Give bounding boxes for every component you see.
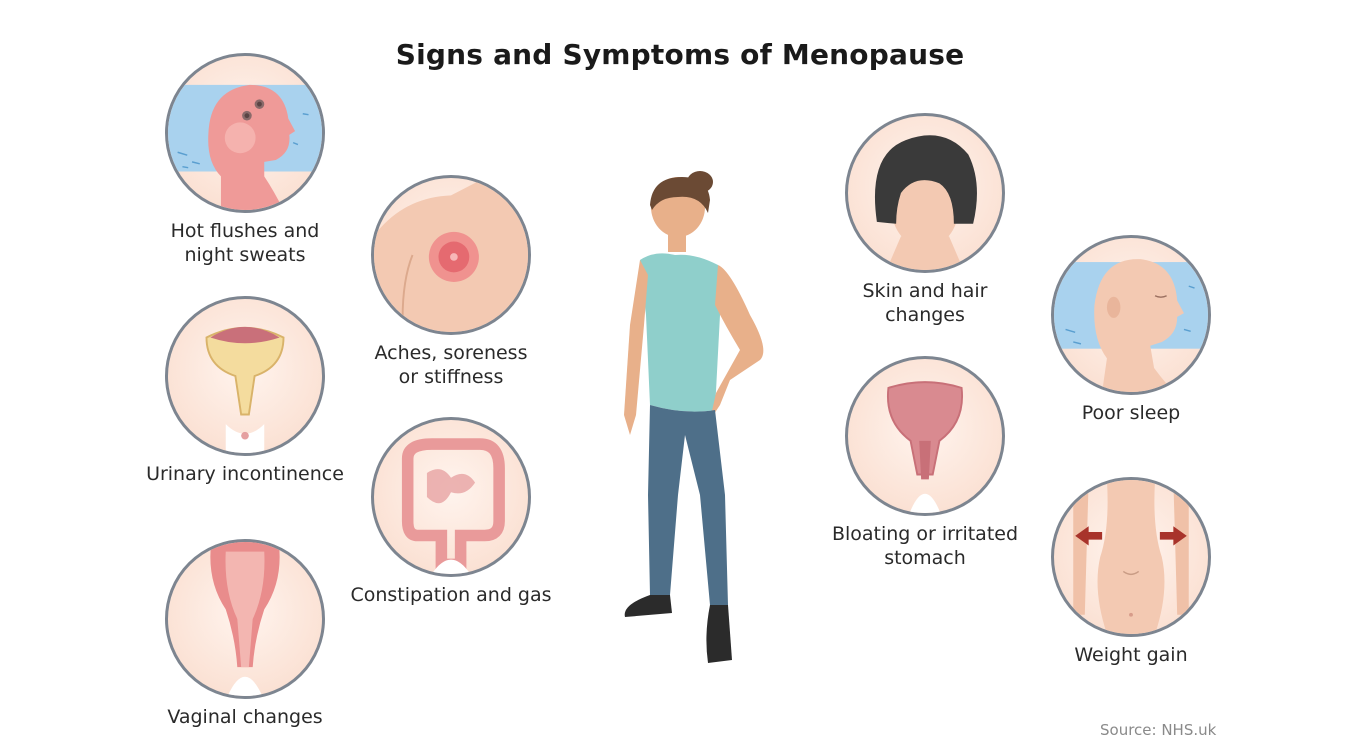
symptom-label: Bloating or irritated — [831, 523, 1019, 545]
symptom-weight-gain: Weight gain — [1011, 477, 1251, 667]
symptom-aches: Aches, soreness or stiffness — [331, 175, 571, 389]
shoulder-pain-icon — [371, 175, 531, 335]
woman-figure-illustration — [600, 165, 800, 670]
torso-expand-icon — [1051, 477, 1211, 637]
symptom-label: Vaginal changes — [167, 706, 323, 728]
intestine-icon — [371, 417, 531, 577]
symptom-urinary: Urinary incontinence — [125, 296, 365, 486]
symptom-label: night sweats — [184, 244, 306, 266]
symptom-label: Urinary incontinence — [146, 463, 344, 485]
source-credit: Source: NHS.uk — [1100, 721, 1217, 739]
sleeping-head-icon — [1051, 235, 1211, 395]
pelvic-anatomy-icon — [165, 539, 325, 699]
symptom-label: stomach — [884, 547, 966, 569]
symptom-label: Weight gain — [1074, 644, 1188, 666]
symptom-label: Constipation and gas — [350, 584, 552, 606]
symptom-hot-flushes: Hot flushes and night sweats — [125, 53, 365, 267]
symptom-skin-hair: Skin and hair changes — [805, 113, 1045, 327]
head-sweat-icon — [165, 53, 325, 213]
bladder-icon — [165, 296, 325, 456]
symptom-label: or stiffness — [398, 366, 504, 388]
symptom-label: Skin and hair — [862, 280, 988, 302]
symptom-label: changes — [885, 304, 965, 326]
symptom-label: Hot flushes and — [170, 220, 320, 242]
symptom-vaginal: Vaginal changes — [125, 539, 365, 729]
hair-icon — [845, 113, 1005, 273]
uterus-icon — [845, 356, 1005, 516]
page-title: Signs and Symptoms of Menopause — [395, 38, 965, 71]
symptom-constipation: Constipation and gas — [331, 417, 571, 607]
symptom-label: Poor sleep — [1081, 402, 1181, 424]
symptom-poor-sleep: Poor sleep — [1011, 235, 1251, 425]
symptom-label: Aches, soreness — [374, 342, 528, 364]
symptom-bloating: Bloating or irritated stomach — [805, 356, 1045, 570]
